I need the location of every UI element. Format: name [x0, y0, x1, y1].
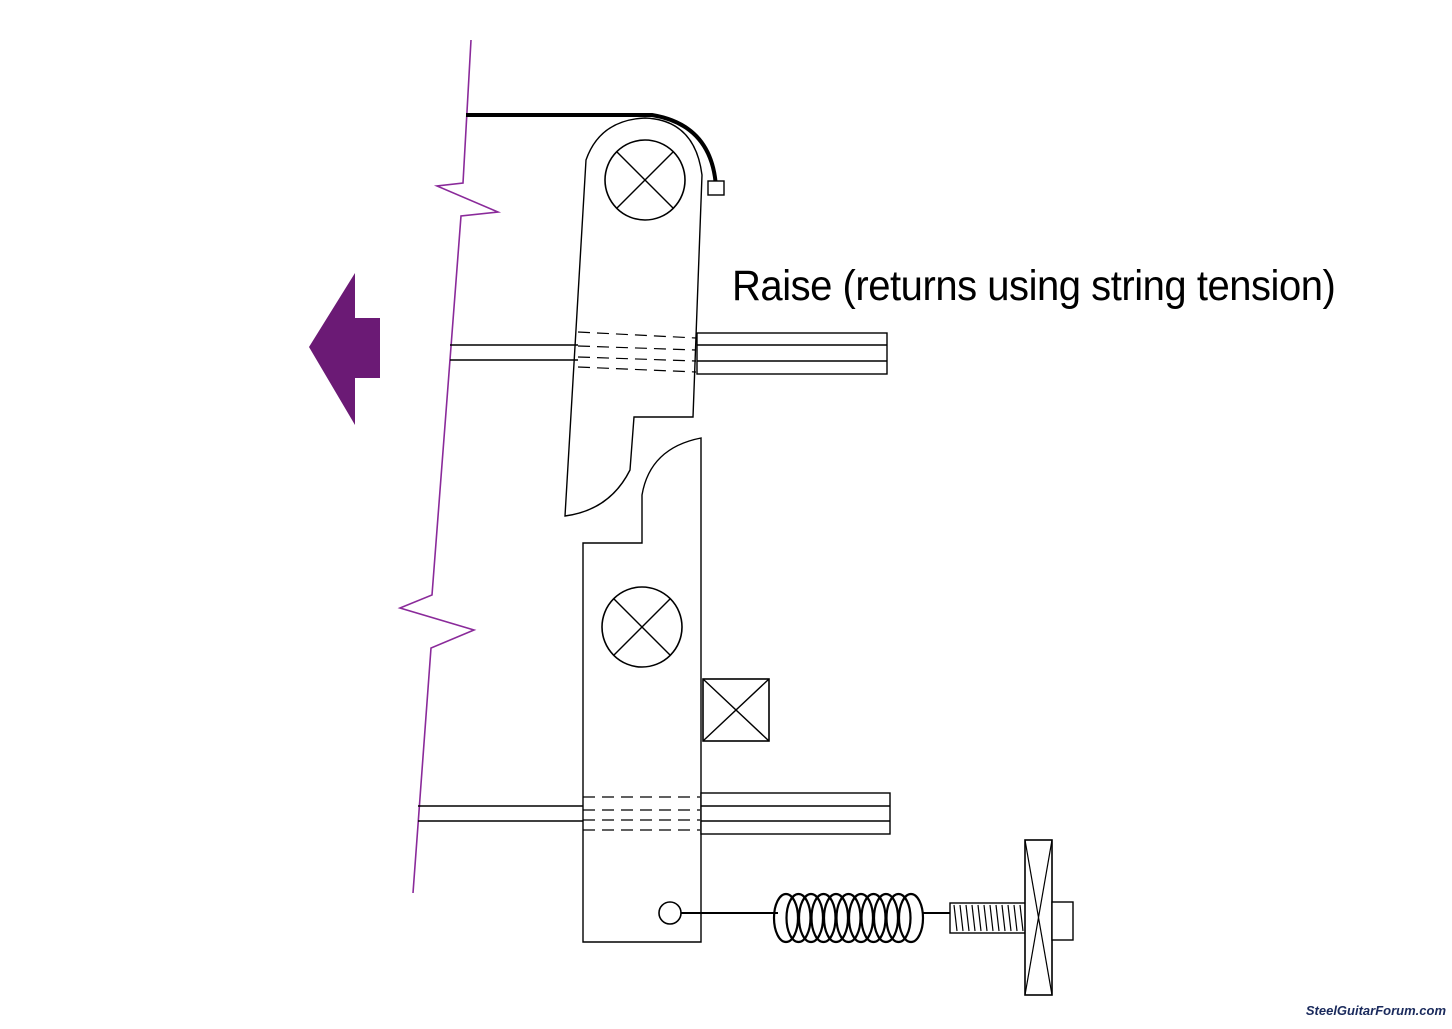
adjuster-tip	[1051, 901, 1074, 941]
screw-thread	[983, 904, 988, 932]
screw-thread	[989, 904, 994, 932]
return-spring	[772, 892, 925, 944]
spring-coil	[897, 892, 925, 944]
raise-annotation: Raise (returns using string tension)	[732, 262, 1336, 310]
watermark-logo: SteelGuitarForum.com	[1305, 1003, 1446, 1018]
screw-thread	[1013, 904, 1018, 932]
upper-rod	[450, 331, 888, 375]
screw-thread	[977, 904, 982, 932]
string-anchor	[707, 180, 725, 196]
circle-x-icon	[604, 139, 686, 221]
screw-thread	[959, 904, 964, 932]
frame-edge	[397, 39, 502, 894]
lower-rod	[418, 792, 891, 835]
screw-thread	[1007, 904, 1012, 932]
square-x-icon	[702, 678, 770, 742]
screw-thread	[971, 904, 976, 932]
arrow-left-icon	[309, 273, 380, 425]
spring-coil	[885, 892, 912, 944]
screw-thread	[953, 904, 958, 932]
spring-hole	[658, 901, 682, 925]
lower-body	[582, 437, 702, 943]
screw-thread	[1019, 904, 1024, 932]
circle-x-icon	[601, 586, 683, 668]
string	[466, 113, 718, 188]
screw-thread	[995, 904, 1000, 932]
adjuster-screw	[949, 902, 1027, 934]
upper-finger	[564, 117, 703, 517]
screw-thread	[965, 904, 970, 932]
screw-thread	[1001, 904, 1006, 932]
